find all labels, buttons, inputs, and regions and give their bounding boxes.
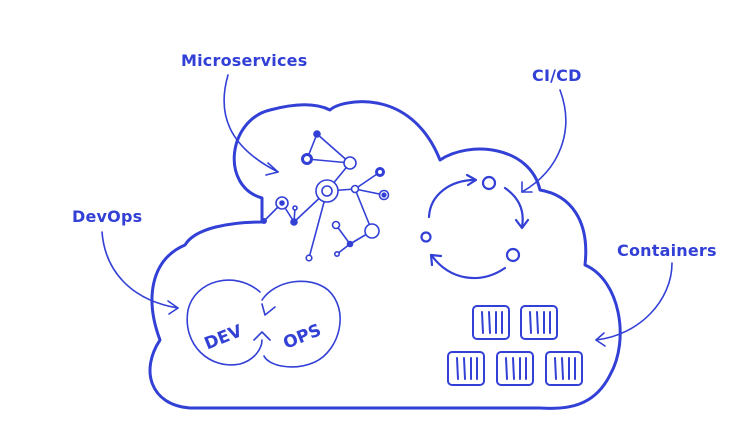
devops-arrow [101, 231, 179, 309]
ops-text: OPS [280, 320, 324, 353]
cicd-label: CI/CD [532, 66, 582, 85]
microservices-arrow [223, 74, 279, 173]
containers-arrow [595, 262, 673, 341]
container-box [520, 305, 558, 340]
cloud-outline [148, 100, 622, 410]
cicd-arrowhead [521, 181, 533, 193]
devops-arrowhead [167, 300, 179, 315]
containers-arrowhead [595, 332, 606, 347]
dev-text: DEV [202, 321, 246, 354]
container-box [472, 305, 510, 340]
devops-label: DevOps [72, 207, 142, 226]
cicd-arrow [521, 89, 567, 193]
containers-label: Containers [617, 241, 717, 260]
cicd-cycle-icon [420, 173, 530, 280]
container-box [496, 351, 534, 386]
microservices-label: Microservices [181, 51, 307, 70]
container-box [447, 351, 485, 386]
devops-loop-icon [186, 279, 341, 368]
network-graph-icon [260, 130, 390, 262]
microservices-arrowhead [265, 162, 279, 176]
containers-icon [447, 305, 583, 386]
container-box [545, 351, 583, 386]
